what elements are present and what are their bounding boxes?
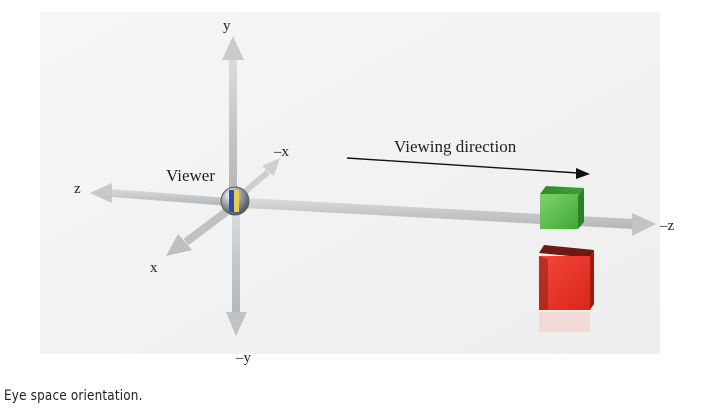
z-axis-negative <box>244 198 656 236</box>
diagram-canvas: y –y –x x z –z Viewer Viewing direction <box>40 12 675 366</box>
viewing-direction-arrow <box>346 157 590 179</box>
y-axis-negative <box>226 210 247 336</box>
label-minus-x: –x <box>273 144 290 160</box>
red-cube <box>539 245 594 332</box>
label-z: z <box>74 181 81 197</box>
y-axis-positive <box>222 36 244 200</box>
viewer-sphere-icon <box>220 186 250 216</box>
green-cube <box>540 186 584 229</box>
label-viewing-direction: Viewing direction <box>394 137 517 156</box>
label-viewer: Viewer <box>166 166 215 185</box>
z-axis-positive <box>90 183 228 206</box>
label-minus-y: –y <box>235 350 252 366</box>
x-axis-positive <box>166 208 229 256</box>
label-minus-z: –z <box>659 218 675 234</box>
label-y: y <box>223 18 231 34</box>
figure-caption: Eye space orientation. <box>4 388 143 404</box>
label-x: x <box>150 260 158 276</box>
